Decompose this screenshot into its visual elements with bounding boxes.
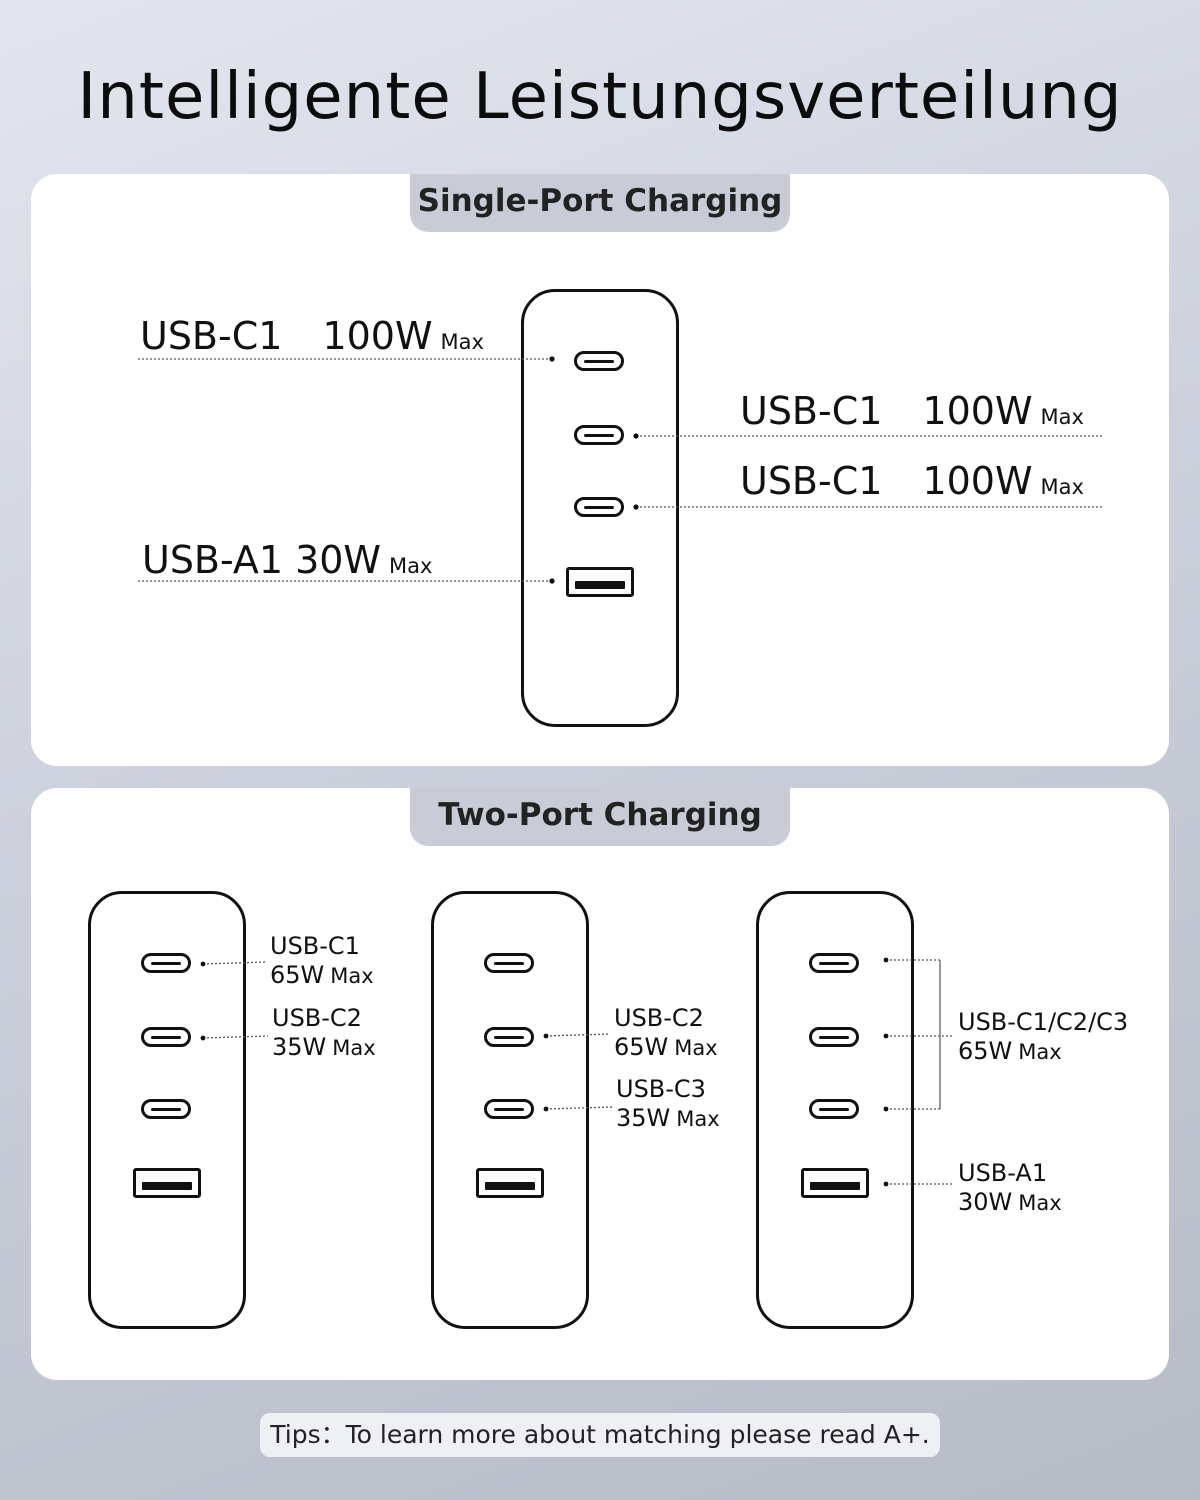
- max-suffix: Max: [440, 330, 484, 354]
- port-wattage: 100W: [922, 389, 1033, 433]
- usb-c1-port: [574, 351, 624, 371]
- two-port-tab: Two-Port Charging: [410, 788, 790, 846]
- port-wattage: 100W: [922, 459, 1033, 503]
- port-wattage: 30W: [958, 1188, 1013, 1216]
- port-name: USB-C3: [616, 1075, 706, 1103]
- port-wattage: 35W: [272, 1033, 327, 1061]
- usb-c2-port: [809, 1027, 859, 1047]
- usb-a1-port: [476, 1168, 544, 1198]
- max-suffix: Max: [1018, 1191, 1062, 1215]
- single-label-c3: USB-C1 100W Max: [740, 459, 1084, 503]
- usb-c1-port: [809, 953, 859, 973]
- charger-device-single: [521, 289, 679, 727]
- usb-c2-port: [574, 425, 624, 445]
- usb-c3-port: [809, 1099, 859, 1119]
- port-name: USB-A1: [958, 1159, 1048, 1187]
- max-suffix: Max: [1040, 405, 1084, 429]
- charger-device-middle: [431, 891, 589, 1329]
- usb-a1-port: [566, 567, 634, 597]
- port-name: USB-C2: [272, 1004, 362, 1032]
- port-name: USB-C1: [270, 932, 360, 960]
- port-name: USB-C1: [140, 314, 283, 358]
- max-suffix: Max: [1018, 1040, 1062, 1064]
- port-wattage: 35W: [616, 1104, 671, 1132]
- usb-c2-port: [141, 1027, 191, 1047]
- port-wattage: 65W: [958, 1037, 1013, 1065]
- max-suffix: Max: [332, 1036, 376, 1060]
- charger-device-right: [756, 891, 914, 1329]
- port-name: USB-A1: [142, 538, 284, 582]
- usb-a1-port: [801, 1168, 869, 1198]
- max-suffix: Max: [1040, 475, 1084, 499]
- single-label-c2: USB-C1 100W Max: [740, 389, 1084, 433]
- port-wattage: 100W: [322, 314, 433, 358]
- charger-device-left: [88, 891, 246, 1329]
- port-wattage: 65W: [614, 1033, 669, 1061]
- max-suffix: Max: [389, 554, 433, 578]
- port-name: USB-C2: [614, 1004, 704, 1032]
- usb-c1-port: [484, 953, 534, 973]
- single-port-tab: Single-Port Charging: [410, 174, 790, 232]
- usb-c3-port: [574, 497, 624, 517]
- tips-note: Tips：To learn more about matching please…: [260, 1413, 940, 1457]
- port-name: USB-C1: [740, 389, 883, 433]
- max-suffix: Max: [676, 1107, 720, 1131]
- max-suffix: Max: [330, 964, 374, 988]
- page-title: Intelligente Leistungsverteilung: [77, 60, 1123, 134]
- usb-a1-port: [133, 1168, 201, 1198]
- usb-c2-port: [484, 1027, 534, 1047]
- port-wattage: 65W: [270, 961, 325, 989]
- usb-c3-port: [141, 1099, 191, 1119]
- single-label-c1: USB-C1 100W Max: [140, 314, 484, 358]
- usb-c1-port: [141, 953, 191, 973]
- port-wattage: 30W: [295, 538, 381, 582]
- max-suffix: Max: [674, 1036, 718, 1060]
- usb-c3-port: [484, 1099, 534, 1119]
- port-name: USB-C1/C2/C3: [958, 1008, 1129, 1036]
- port-name: USB-C1: [740, 459, 883, 503]
